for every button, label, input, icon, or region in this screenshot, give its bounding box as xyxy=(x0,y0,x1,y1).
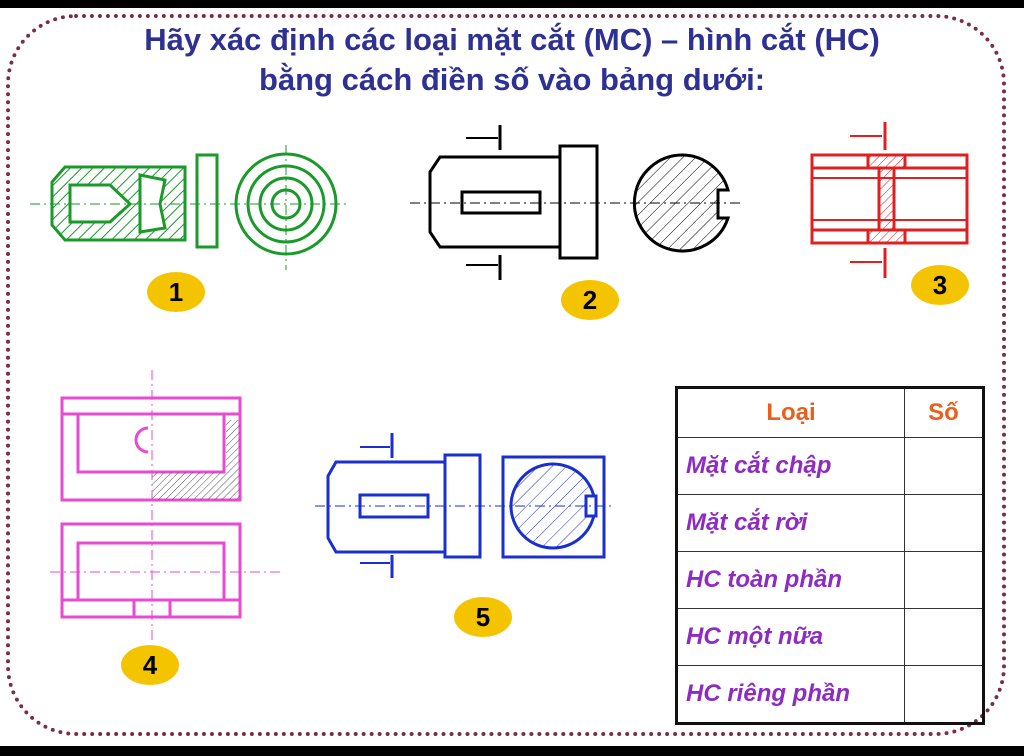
figure-5-badge: 5 xyxy=(454,597,512,637)
row-type: HC riêng phần xyxy=(676,665,905,724)
table-row: HC riêng phần xyxy=(676,665,984,724)
row-type: Mặt cắt rời xyxy=(676,494,905,552)
row-number-cell[interactable] xyxy=(904,551,984,609)
row-type: Mặt cắt chập xyxy=(676,437,905,495)
figure-1-drawing xyxy=(30,145,350,270)
dotted-frame xyxy=(6,14,1006,736)
figure-1-badge: 1 xyxy=(147,272,205,312)
table-row: Mặt cắt rời xyxy=(676,494,984,552)
row-type: HC toàn phần xyxy=(676,551,905,609)
answer-table: Loại Số Mặt cắt chập Mặt cắt rời HC toàn… xyxy=(675,386,985,725)
slide: Hãy xác định các loại mặt cắt (MC) – hìn… xyxy=(0,8,1024,746)
row-number-cell[interactable] xyxy=(904,608,984,666)
row-number-cell[interactable] xyxy=(904,437,984,495)
figure-4-badge: 4 xyxy=(121,645,179,685)
table-row: HC toàn phần xyxy=(676,551,984,609)
figure-3-drawing xyxy=(810,122,969,278)
figure-2-drawing xyxy=(410,125,740,280)
figure-5-drawing xyxy=(315,433,615,578)
table-header: Loại Số xyxy=(676,387,984,438)
row-type: HC một nữa xyxy=(676,608,905,666)
header-number: Số xyxy=(904,387,984,438)
title-line-1: Hãy xác định các loại mặt cắt (MC) – hìn… xyxy=(144,22,880,57)
figure-4-drawing xyxy=(50,370,280,640)
title-line-2: bằng cách điền số vào bảng dưới: xyxy=(258,62,766,97)
figure-3-badge: 3 xyxy=(911,265,969,305)
table-row: HC một nữa xyxy=(676,608,984,666)
figure-2-badge: 2 xyxy=(561,280,619,320)
row-number-cell[interactable] xyxy=(904,494,984,552)
table-row: Mặt cắt chập xyxy=(676,437,984,495)
drawings xyxy=(30,122,969,640)
header-type: Loại xyxy=(676,387,905,438)
row-number-cell[interactable] xyxy=(904,665,984,724)
